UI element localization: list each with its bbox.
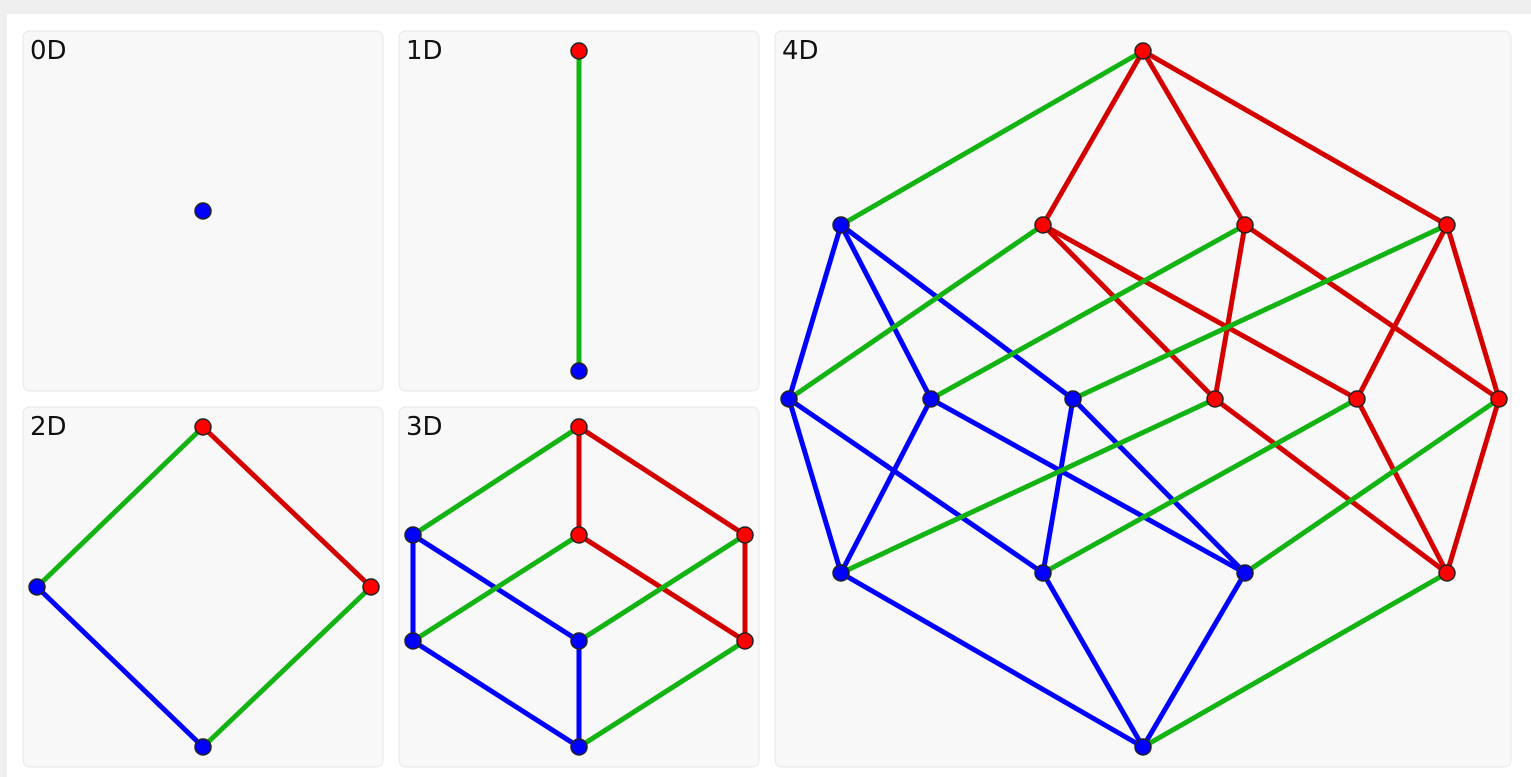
panel-4d-title: 4D [782,36,819,66]
panel-4d-edge-r1-r5 [1040,222,1360,402]
panel-4d-nodes [780,42,1508,756]
panel-4d-edge-r3-r6 [1444,222,1502,402]
panel-4d-edge-b3-b6 [1070,396,1248,576]
panel-4d-edge-b1-b4 [786,396,844,576]
panel-4d-edge-b2-r2 [928,222,1248,402]
panel-4d-edge-b5-b7 [1040,570,1146,750]
panel-4d-node-b6 [1236,564,1254,582]
panel-4d-node-b0 [832,216,850,234]
panel-0d-title: 0D [30,36,67,66]
panel-3d-edge-bml-rmid [410,532,582,644]
panel-4d-node-b1 [780,390,798,408]
panel-4d-node-b4 [832,564,850,582]
panel-4d-node-r2 [1236,216,1254,234]
panel-2d-edge-top-right [200,424,374,590]
panel-4d-edge-b5-r5 [1040,396,1360,576]
panel-4d-node-b2 [922,390,940,408]
panel-3d-node-bml [404,632,422,650]
panel-4d-edge-r0-r1 [1040,48,1146,228]
panel-4d-edge-b0-b3 [838,222,1076,402]
panel-4d-node-r6 [1490,390,1508,408]
panel-4d-edge-r0-r3 [1140,48,1450,228]
panel-4d-node-b3 [1064,390,1082,408]
panel-4d-edge-b1-r1 [786,222,1046,402]
panel-4d-edge-r2-r6 [1242,222,1502,402]
panel-4d-edge-r4-r7 [1212,396,1450,576]
panel-4d-edge-r6-r7 [1444,396,1502,576]
panel-4d-edge-b3-r3 [1070,222,1450,402]
panel-2d-node-left [28,578,46,596]
panel-4d-edge-r3-r5 [1354,222,1450,402]
panel-4d-node-b7 [1134,738,1152,756]
panel-1d-title: 1D [406,36,443,66]
panel-1d: 1D [398,30,760,392]
panel-4d-node-b5 [1034,564,1052,582]
panel-4d-edge-b0-b2 [838,222,934,402]
panel-2d-edge-left-bottom [34,584,206,750]
panel-4d-edges [786,48,1502,750]
panel-4d-node-r5 [1348,390,1366,408]
panel-3d-edge-btl-rtop [410,424,582,538]
panel-4d-edge-b2-b6 [928,396,1248,576]
panel-3d-node-bb [570,738,588,756]
panel-4d-node-r4 [1206,390,1224,408]
panel-3d-edge-bc-rright [576,532,748,644]
panel-4d-edge-b4-b7 [838,570,1146,750]
panel-2d-node-bottom [194,738,212,756]
panel-2d-edge-left-top [34,424,206,590]
panel-3d-node-btl [404,526,422,544]
panel-4d-edge-b6-b7 [1140,570,1248,750]
panel-4d-edge-r0-r2 [1140,48,1248,228]
panel-3d-edges [410,424,748,750]
panel-4d-node-r1 [1034,216,1052,234]
panel-3d-edge-bml-bb [410,638,582,750]
panel-4d-edge-b4-r4 [838,396,1218,576]
panel-4d-edge-b6-r6 [1242,396,1502,576]
panel-2d: 2D [22,406,384,768]
panel-1d-node-bottom [570,362,588,380]
panel-4d-edge-b1-b5 [786,396,1046,576]
panel-0d-node-a [194,202,212,220]
panel-4d-edge-b0-b1 [786,222,844,402]
panel-2d-edges [34,424,374,750]
panel-4d-node-r0 [1134,42,1152,60]
panel-2d-nodes [28,418,380,756]
panel-4d-edge-b7-r7 [1140,570,1450,750]
panel-3d-background [398,406,760,768]
panel-3d-node-rmid [570,526,588,544]
panel-2d-edge-bottom-right [200,584,374,750]
panel-4d-edge-b0-r0 [838,48,1146,228]
panel-3d-nodes [404,418,754,756]
panel-2d-title: 2D [30,412,67,442]
panel-4d-edge-b3-b5 [1040,396,1076,576]
panel-4d: 4D [774,30,1512,768]
panel-3d-edge-rtop-rright [576,424,748,538]
panel-4d-edge-r2-r4 [1212,222,1248,402]
panel-1d-node-top [570,42,588,60]
panel-2d-node-right [362,578,380,596]
panel-4d-edge-b2-b4 [838,396,934,576]
panel-2d-node-top [194,418,212,436]
panel-3d-node-rtop [570,418,588,436]
panel-2d-background [22,406,384,768]
panel-3d-node-bc [570,632,588,650]
panel-4d-node-r3 [1438,216,1456,234]
panel-0d: 0D [22,30,384,392]
panel-0d-nodes [194,202,212,220]
panel-3d-title: 3D [406,412,443,442]
panel-1d-nodes [570,42,588,380]
panel-4d-node-r7 [1438,564,1456,582]
panel-4d-edge-r5-r7 [1354,396,1450,576]
panel-3d-node-rright [736,526,754,544]
panel-4d-background [774,30,1512,768]
panel-3d-edge-bb-rlow [576,638,748,750]
panel-3d: 3D [398,406,760,768]
panel-3d-node-rlow [736,632,754,650]
panel-4d-edge-r1-r4 [1040,222,1218,402]
